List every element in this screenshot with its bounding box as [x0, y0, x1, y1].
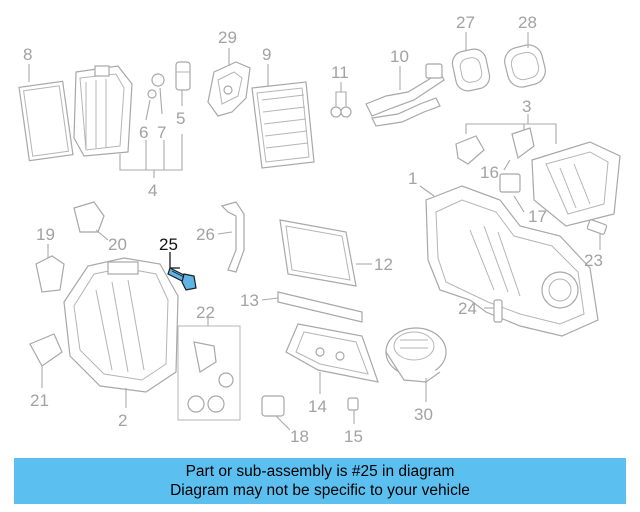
part-11-orings	[330, 82, 352, 118]
callout-22: 22	[196, 303, 215, 322]
part-24-fastener	[484, 299, 503, 323]
part-30-blower-motor	[385, 327, 447, 402]
leader-4-bracket	[119, 134, 183, 171]
part-20-actuator	[73, 201, 109, 241]
part-12-filter	[279, 219, 372, 287]
part-5-expansion-valve	[175, 61, 191, 106]
callout-18: 18	[290, 427, 309, 446]
callout-30: 30	[414, 405, 433, 424]
callout-20: 20	[108, 235, 127, 254]
callout-21: 21	[30, 391, 49, 410]
part-3-flaps	[455, 127, 621, 227]
callout-27: 27	[456, 13, 475, 32]
callout-9: 9	[262, 45, 271, 64]
part-14-drain-tray	[285, 323, 379, 394]
info-banner: Part or sub-assembly is #25 in diagram D…	[14, 458, 626, 504]
part-23-screw	[586, 219, 608, 250]
banner-line-1: Part or sub-assembly is #25 in diagram	[185, 463, 455, 480]
part-29-bracket	[207, 48, 251, 117]
part-8-filter	[18, 64, 74, 162]
part-18-sensor	[261, 395, 291, 431]
callout-6: 6	[139, 123, 148, 142]
part-10-refrigerant-lines	[365, 63, 445, 127]
callout-3: 3	[522, 97, 531, 116]
callout-1: 1	[408, 169, 417, 188]
callout-8: 8	[23, 45, 32, 64]
callout-17: 17	[528, 207, 547, 226]
part-4-heater-core	[73, 65, 133, 157]
callout-19: 19	[36, 225, 55, 244]
callout-4: 4	[148, 181, 157, 200]
callout-24: 24	[458, 299, 477, 318]
part-22-kit	[177, 316, 241, 421]
part-27-gasket	[451, 32, 491, 92]
callout-7: 7	[157, 123, 166, 142]
callout-16: 16	[480, 163, 499, 182]
callout-29: 29	[218, 28, 237, 47]
leader-3-bracket	[465, 123, 557, 144]
parts-diagram: 8 6 7 5 4 29 9 11 10 27 28 3 1 16 17 23 …	[18, 13, 621, 446]
part-1-hvac-housing	[419, 185, 599, 337]
callout-10: 10	[390, 47, 409, 66]
callout-13: 13	[240, 291, 259, 310]
callout-26: 26	[196, 225, 215, 244]
callout-15: 15	[344, 427, 363, 446]
part-19-actuator	[35, 244, 65, 293]
callout-5: 5	[176, 109, 185, 128]
part-28-gasket	[504, 32, 546, 88]
callout-28: 28	[518, 13, 537, 32]
callout-23: 23	[584, 251, 603, 270]
banner-line-2: Diagram may not be specific to your vehi…	[170, 482, 470, 499]
part-26-drain-hose	[217, 201, 245, 273]
callout-14: 14	[308, 397, 327, 416]
part-7-oring	[145, 73, 165, 121]
part-13-seal-strip	[261, 291, 363, 323]
part-21-actuator	[29, 333, 63, 388]
part-16-17-actuators	[499, 159, 525, 213]
callout-12: 12	[374, 255, 393, 274]
callout-11: 11	[331, 63, 349, 82]
part-2-hvac-housing-half	[63, 257, 179, 408]
callout-25-highlighted: 25	[159, 235, 178, 254]
part-15-nut	[347, 397, 359, 424]
part-9-cabin-filter	[251, 64, 315, 169]
callout-2: 2	[118, 411, 127, 430]
part-25-screw-highlighted	[167, 252, 197, 291]
